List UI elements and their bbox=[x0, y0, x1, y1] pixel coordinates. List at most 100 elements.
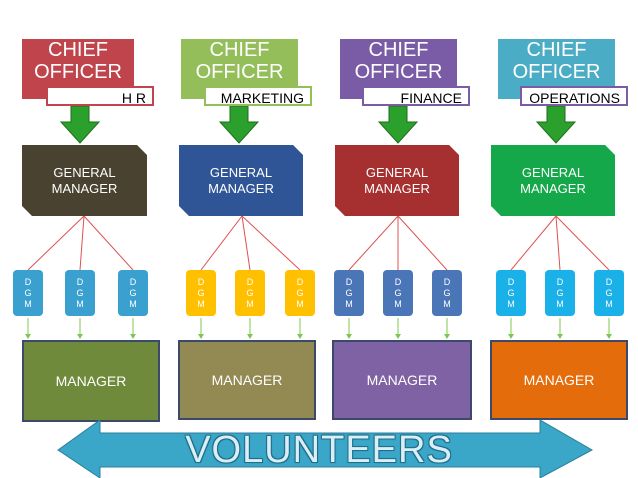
arrowhead-icon bbox=[346, 334, 352, 339]
dgm-box: D G M bbox=[545, 270, 575, 316]
dgm-letter: G bbox=[76, 287, 84, 298]
manager-label: MANAGER bbox=[366, 372, 438, 388]
chief-label-line2: OFFICER bbox=[512, 61, 601, 83]
dgm-letter: G bbox=[443, 287, 451, 298]
arrowhead-icon bbox=[198, 334, 204, 339]
general-manager-box: GENERAL MANAGER bbox=[22, 145, 147, 216]
general-manager-label: GENERAL MANAGER bbox=[208, 164, 274, 196]
arrowhead-icon bbox=[247, 334, 253, 339]
manager-label: MANAGER bbox=[523, 372, 595, 388]
dgm-letter: G bbox=[24, 287, 32, 298]
chief-label-line2: OFFICER bbox=[34, 61, 122, 83]
dgm-letter: M bbox=[394, 298, 402, 309]
department-label: FINANCE bbox=[362, 86, 470, 106]
down-arrow-icon bbox=[377, 105, 419, 144]
manager-box: MANAGER bbox=[178, 340, 316, 420]
dgm-box: D G M bbox=[285, 270, 315, 316]
dgm-box: D G M bbox=[65, 270, 95, 316]
dgm-letter: D bbox=[296, 276, 304, 287]
connector-line bbox=[555, 215, 610, 271]
chief-label-line1: CHIEF bbox=[526, 39, 587, 61]
dgm-letter: D bbox=[556, 276, 564, 287]
dgm-letter: D bbox=[394, 276, 402, 287]
dgm-letter: M bbox=[345, 298, 353, 309]
dgm-letter: M bbox=[24, 298, 32, 309]
general-manager-box: GENERAL MANAGER bbox=[335, 145, 459, 216]
manager-label: MANAGER bbox=[55, 373, 127, 389]
connector-line bbox=[241, 215, 301, 271]
dgm-letter: M bbox=[556, 298, 564, 309]
chief-label-line1: CHIEF bbox=[209, 39, 270, 61]
dgm-letter: G bbox=[507, 287, 515, 298]
dgm-letter: G bbox=[345, 287, 353, 298]
arrowhead-icon bbox=[77, 334, 83, 339]
connector-line bbox=[241, 215, 251, 271]
dgm-letter: G bbox=[296, 287, 304, 298]
general-manager-box: GENERAL MANAGER bbox=[179, 145, 303, 216]
dgm-box: D G M bbox=[235, 270, 265, 316]
dgm-letter: D bbox=[345, 276, 353, 287]
general-manager-box: GENERAL MANAGER bbox=[491, 145, 615, 216]
dgm-letter: D bbox=[197, 276, 205, 287]
dgm-letter: M bbox=[129, 298, 137, 309]
manager-box: MANAGER bbox=[22, 340, 160, 422]
dgm-letter: D bbox=[443, 276, 451, 287]
dgm-box: D G M bbox=[432, 270, 462, 316]
dgm-box: D G M bbox=[496, 270, 526, 316]
arrowhead-icon bbox=[130, 334, 136, 339]
department-label: MARKETING bbox=[204, 86, 312, 106]
down-arrow-icon bbox=[59, 105, 101, 144]
dgm-box: D G M bbox=[383, 270, 413, 316]
dgm-letter: M bbox=[76, 298, 84, 309]
general-manager-label: GENERAL MANAGER bbox=[364, 164, 430, 196]
dgm-letter: M bbox=[443, 298, 451, 309]
chief-label-line2: OFFICER bbox=[354, 61, 443, 83]
manager-box: MANAGER bbox=[332, 340, 472, 420]
dgm-letter: G bbox=[556, 287, 564, 298]
department-label: OPERATIONS bbox=[520, 86, 628, 106]
dgm-letter: D bbox=[129, 276, 137, 287]
dgm-letter: M bbox=[507, 298, 515, 309]
dgm-letter: G bbox=[129, 287, 137, 298]
dgm-letter: G bbox=[394, 287, 402, 298]
chief-officer-box: CHIEF OFFICER bbox=[498, 39, 615, 99]
connector-line bbox=[79, 215, 85, 271]
dgm-letter: D bbox=[246, 276, 254, 287]
dgm-box: D G M bbox=[594, 270, 624, 316]
dgm-letter: D bbox=[76, 276, 84, 287]
connector-line bbox=[397, 215, 448, 271]
connector-line bbox=[555, 215, 561, 271]
arrowhead-icon bbox=[508, 334, 514, 339]
arrowhead-icon bbox=[297, 334, 303, 339]
dgm-letter: G bbox=[197, 287, 205, 298]
volunteers-label: VOLUNTEERS bbox=[185, 429, 453, 471]
dgm-box: D G M bbox=[118, 270, 148, 316]
arrowhead-icon bbox=[557, 334, 563, 339]
dgm-letter: M bbox=[605, 298, 613, 309]
dgm-letter: M bbox=[296, 298, 304, 309]
dgm-letter: M bbox=[197, 298, 205, 309]
dgm-box: D G M bbox=[334, 270, 364, 316]
dgm-box: D G M bbox=[186, 270, 216, 316]
connector-line bbox=[200, 215, 243, 271]
dgm-letter: G bbox=[605, 287, 613, 298]
connector-line bbox=[348, 215, 399, 271]
department-label: H R bbox=[46, 86, 154, 106]
connector-line bbox=[83, 215, 134, 271]
dgm-box: D G M bbox=[13, 270, 43, 316]
arrowhead-icon bbox=[395, 334, 401, 339]
dgm-letter: D bbox=[24, 276, 32, 287]
arrowhead-icon bbox=[606, 334, 612, 339]
arrowhead-icon bbox=[444, 334, 450, 339]
dgm-letter: D bbox=[605, 276, 613, 287]
manager-box: MANAGER bbox=[490, 340, 628, 420]
dgm-letter: D bbox=[507, 276, 515, 287]
general-manager-label: GENERAL MANAGER bbox=[520, 164, 586, 196]
chief-label-line2: OFFICER bbox=[195, 61, 284, 83]
chief-label-line1: CHIEF bbox=[48, 39, 108, 61]
chief-label-line1: CHIEF bbox=[368, 39, 429, 61]
dgm-letter: G bbox=[246, 287, 254, 298]
down-arrow-icon bbox=[535, 105, 577, 144]
